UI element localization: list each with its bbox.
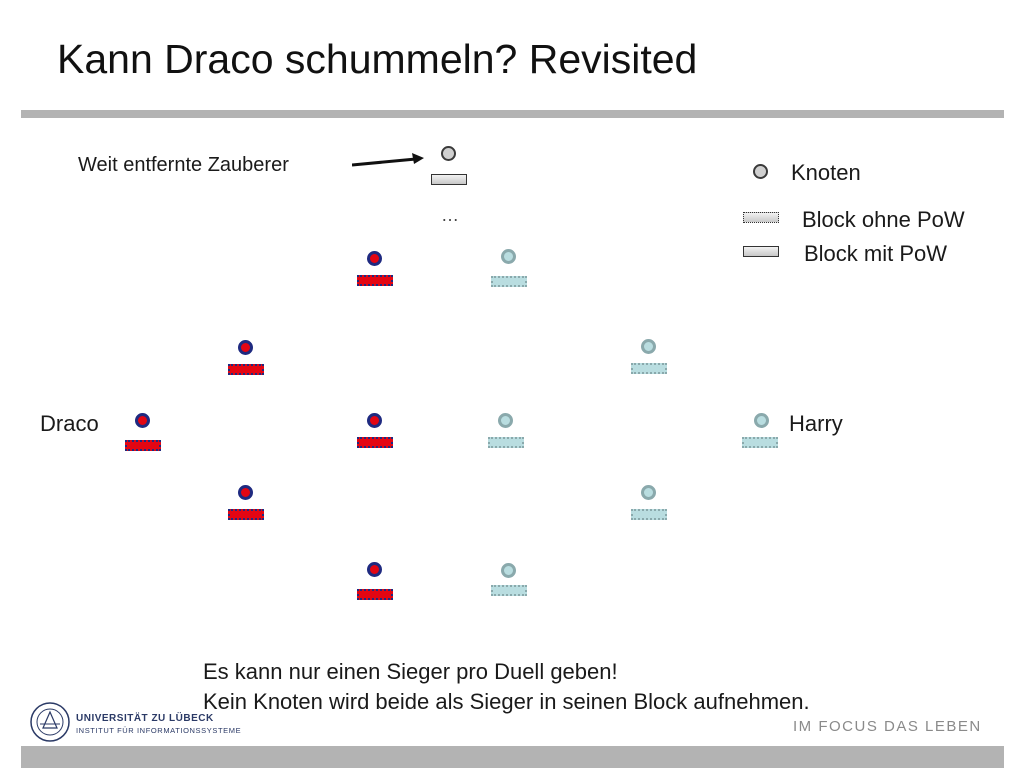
red-block bbox=[228, 509, 264, 520]
red-node bbox=[367, 251, 382, 266]
title-rule bbox=[21, 110, 1004, 118]
red-node bbox=[367, 562, 382, 577]
university-seal-icon bbox=[30, 702, 70, 742]
far-wizard-node bbox=[441, 146, 456, 161]
red-node bbox=[238, 485, 253, 500]
teal-node bbox=[498, 413, 513, 428]
bottom-bar bbox=[21, 746, 1004, 768]
legend-node-label: Knoten bbox=[791, 160, 861, 185]
teal-node bbox=[501, 563, 516, 578]
teal-node bbox=[641, 339, 656, 354]
legend-node-icon bbox=[753, 164, 768, 179]
slide-title: Kann Draco schummeln? Revisited bbox=[57, 36, 698, 82]
red-block bbox=[357, 275, 393, 286]
conclusion-line-2: Kein Knoten wird beide als Sieger in sei… bbox=[203, 689, 810, 714]
conclusion-text: Es kann nur einen Sieger pro Duell geben… bbox=[203, 657, 810, 717]
teal-node bbox=[641, 485, 656, 500]
harry-label: Harry bbox=[789, 411, 843, 436]
legend-block-no-pow-label: Block ohne PoW bbox=[802, 207, 965, 232]
teal-block bbox=[491, 585, 527, 596]
far-wizards-label: Weit entfernte Zauberer bbox=[78, 154, 289, 176]
teal-node bbox=[501, 249, 516, 264]
draco-block bbox=[125, 440, 161, 451]
teal-block bbox=[491, 276, 527, 287]
red-node bbox=[238, 340, 253, 355]
far-wizard-block bbox=[431, 174, 467, 185]
draco-node bbox=[135, 413, 150, 428]
harry-node bbox=[754, 413, 769, 428]
legend-block-no-pow-icon bbox=[743, 212, 779, 223]
university-name: UNIVERSITÄT ZU LÜBECK bbox=[76, 713, 214, 724]
legend-block-pow-icon bbox=[743, 246, 779, 257]
institute-name: INSTITUT FÜR INFORMATIONSSYSTEME bbox=[76, 726, 242, 735]
ellipsis: … bbox=[441, 205, 459, 225]
red-node bbox=[367, 413, 382, 428]
teal-block bbox=[631, 509, 667, 520]
teal-block bbox=[631, 363, 667, 374]
legend-block-pow-label: Block mit PoW bbox=[804, 241, 948, 266]
draco-label: Draco bbox=[40, 411, 99, 436]
red-block bbox=[357, 589, 393, 600]
red-block bbox=[357, 437, 393, 448]
red-block bbox=[228, 364, 264, 375]
conclusion-line-1: Es kann nur einen Sieger pro Duell geben… bbox=[203, 659, 618, 684]
arrow-icon bbox=[352, 153, 424, 167]
teal-block bbox=[488, 437, 524, 448]
university-slogan: IM FOCUS DAS LEBEN bbox=[793, 718, 982, 735]
harry-block bbox=[742, 437, 778, 448]
